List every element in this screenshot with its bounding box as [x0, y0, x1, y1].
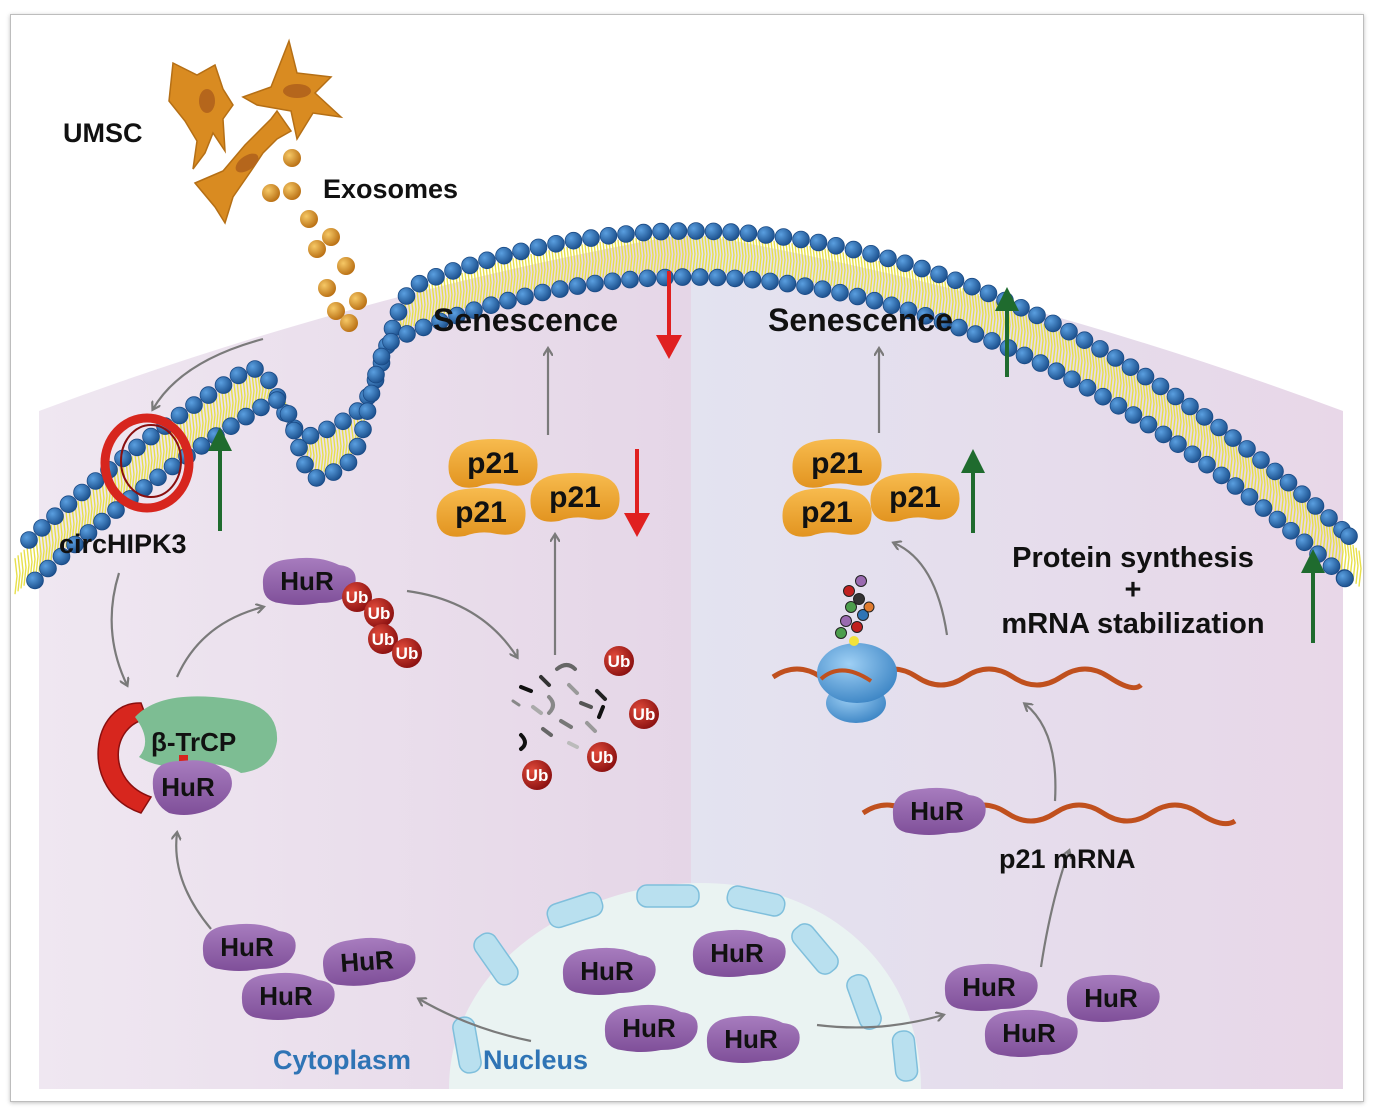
- hur-protein: HuR: [892, 787, 986, 835]
- hur-label: HuR: [962, 972, 1016, 1002]
- circhipk3-label: circHIPK3: [59, 529, 187, 559]
- hur-protein: HuR: [944, 963, 1038, 1011]
- regulation-arrows: [208, 271, 1325, 643]
- umsc-cells: [168, 38, 344, 225]
- hur-label: HuR: [1084, 983, 1138, 1013]
- plus-label: +: [1125, 574, 1142, 606]
- cytoplasm-label: Cytoplasm: [273, 1045, 411, 1075]
- p21-label: p21: [467, 447, 519, 480]
- hur-protein: HuR: [706, 1015, 800, 1063]
- hur-bound: [152, 760, 232, 815]
- hur-protein: HuR: [562, 947, 656, 995]
- hur-protein: HuR: [692, 929, 786, 977]
- senescence-left-label: Senescence: [433, 302, 618, 338]
- ubiquitin: Ub: [604, 646, 634, 676]
- hur-protein: HuR: [1066, 974, 1160, 1022]
- hur-label: HuR: [724, 1024, 778, 1054]
- p21-label: p21: [811, 447, 863, 480]
- hur-label: HuR: [220, 932, 274, 962]
- ubiquitin: Ub: [342, 582, 372, 612]
- nucleus: [449, 883, 921, 1089]
- pathway-diagram: HuRHuRUbUbUbUbp21p21p21p21p21p21UbUbUbUb…: [14, 38, 1362, 1089]
- hur-protein: HuR: [604, 1004, 698, 1052]
- hur-protein: HuR: [322, 937, 416, 986]
- hur-label: HuR: [710, 938, 764, 968]
- cell-membrane: [14, 222, 1362, 595]
- hur-label: HuR: [339, 944, 395, 978]
- p21-protein: p21: [870, 473, 960, 522]
- ubiquitin: Ub: [392, 638, 422, 668]
- labels: UMSC Exosomes Senescence Senescence circ…: [59, 118, 1265, 1075]
- circhipk3-ring: [100, 413, 194, 513]
- p21-label: p21: [455, 496, 507, 529]
- ubiquitin: Ub: [587, 742, 617, 772]
- p21-mrna-label: p21 mRNA: [999, 844, 1136, 874]
- mrna-stabilization-label: mRNA stabilization: [1001, 608, 1264, 640]
- up-arrow-senescence: [995, 287, 1019, 377]
- umsc-label: UMSC: [63, 118, 143, 148]
- ubiquitin: Ub: [522, 760, 552, 790]
- ub-label: Ub: [591, 748, 614, 767]
- ub-label: Ub: [368, 604, 391, 623]
- btrcp-protein: [135, 696, 278, 773]
- nucleus-label: Nucleus: [483, 1045, 588, 1075]
- up-arrow-synthesis: [1301, 549, 1325, 643]
- hur-label: HuR: [910, 796, 964, 826]
- ubiquitin: Ub: [629, 699, 659, 729]
- ribosome: [817, 575, 897, 723]
- p21-protein: p21: [792, 439, 882, 488]
- hur-protein: HuR: [241, 972, 335, 1020]
- hur-label: HuR: [580, 956, 634, 986]
- p21-protein: p21: [782, 488, 872, 537]
- hur-label: HuR: [622, 1013, 676, 1043]
- down-arrow-senescence: [656, 271, 682, 359]
- hur-protein: HuR: [262, 557, 356, 605]
- p21-protein: p21: [448, 439, 538, 488]
- ub-label: Ub: [396, 644, 419, 663]
- ubiquitin: Ub: [364, 598, 394, 628]
- ub-label: Ub: [608, 652, 631, 671]
- umsc-cell-1: [168, 61, 234, 170]
- p21-protein: p21: [436, 488, 526, 537]
- hur-label: HuR: [280, 566, 334, 596]
- ub-label: Ub: [526, 766, 549, 785]
- p21-protein: p21: [530, 473, 620, 522]
- up-arrow-p21: [961, 449, 985, 533]
- p21-label: p21: [549, 481, 601, 514]
- hur-protein: HuR: [984, 1009, 1078, 1057]
- senescence-right-label: Senescence: [768, 302, 953, 338]
- hur-label: HuR: [161, 772, 215, 802]
- btrcp-label: β-TrCP: [151, 727, 236, 757]
- circ-btrcp-hur-complex: [97, 696, 278, 815]
- exosomes-label: Exosomes: [323, 174, 458, 204]
- hur-label: HuR: [1002, 1018, 1056, 1048]
- protein-synthesis-label: Protein synthesis: [1012, 542, 1254, 574]
- hur-label: HuR: [259, 981, 313, 1011]
- ub-label: Ub: [633, 705, 656, 724]
- down-arrow-p21: [624, 449, 650, 537]
- degradation-fragments: [511, 663, 607, 751]
- up-arrow-circ: [208, 427, 232, 531]
- ubiquitin: Ub: [368, 624, 398, 654]
- ub-label: Ub: [346, 588, 369, 607]
- hur-protein: HuR: [202, 923, 296, 971]
- exosome-particles: [262, 149, 367, 332]
- ub-label: Ub: [372, 630, 395, 649]
- pathway-arrows: [110, 337, 1069, 1043]
- p21-label: p21: [801, 496, 853, 529]
- p21-label: p21: [889, 481, 941, 514]
